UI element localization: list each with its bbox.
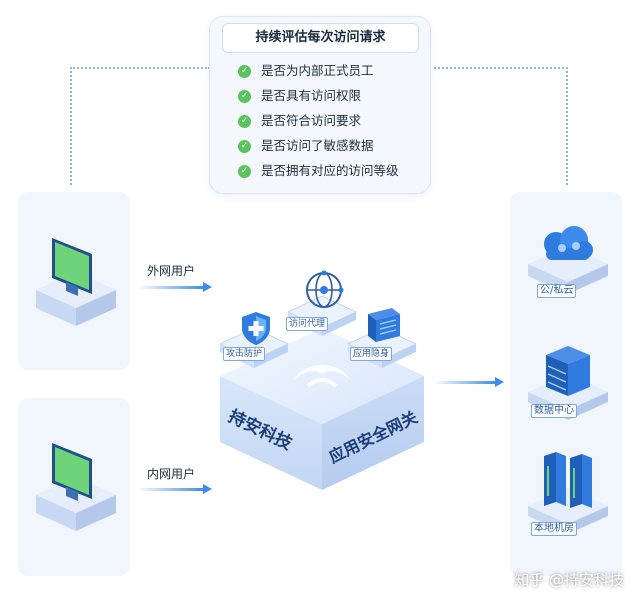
internal-user-arrow [140,488,204,491]
app-hiding-tag: 应用隐身 [350,347,393,361]
connector-right-vertical [566,67,568,185]
check-icon: ✓ [238,140,251,153]
internal-arrow-head [203,484,212,494]
connector-left-vertical [70,67,72,185]
check-item: ✓ 是否访问了敏感数据 [238,136,374,156]
local-room-label: 本地机房 [531,522,577,536]
check-item: ✓ 是否符合访问要求 [238,111,361,131]
check-item-label: 是否拥有对应的访问等级 [261,163,399,178]
check-item: ✓ 是否为内部正式员工 [238,61,374,81]
external-computer-icon [36,238,116,326]
check-icon: ✓ [238,90,251,103]
check-icon: ✓ [238,115,251,128]
check-item-label: 是否为内部正式员工 [261,63,374,78]
external-user-arrow [140,286,204,289]
check-item-label: 是否符合访问要求 [261,113,362,128]
gateway-arrow-head [495,377,504,387]
evaluation-title: 持续评估每次访问请求 [222,23,419,53]
check-icon: ✓ [238,165,251,178]
cloud-icon [528,226,608,294]
check-item: ✓ 是否具有访问权限 [238,86,361,106]
server-stack-icon [368,308,400,342]
access-proxy-tag: 访问代理 [286,317,329,331]
cloud-label: 公/私云 [537,284,577,298]
watermark: 知乎 @持安科技 [514,571,624,589]
check-icon: ✓ [238,65,251,78]
connector-left-horizontal [70,67,210,69]
external-user-label: 外网用户 [147,264,196,278]
datacenter-icon [528,346,608,420]
shield-icon [242,312,270,345]
check-item: ✓ 是否拥有对应的访问等级 [238,161,399,181]
check-item-label: 是否具有访问权限 [261,88,362,103]
connector-right-horizontal [429,67,568,69]
external-arrow-head [203,282,212,292]
datacenter-label: 数据中心 [531,404,577,418]
globe-icon [306,270,344,308]
internal-user-label: 内网用户 [147,467,196,481]
gateway-output-arrow [436,381,496,384]
attack-defense-tag: 攻击防护 [223,347,266,361]
internal-computer-icon [36,443,116,531]
check-item-label: 是否访问了敏感数据 [261,138,374,153]
